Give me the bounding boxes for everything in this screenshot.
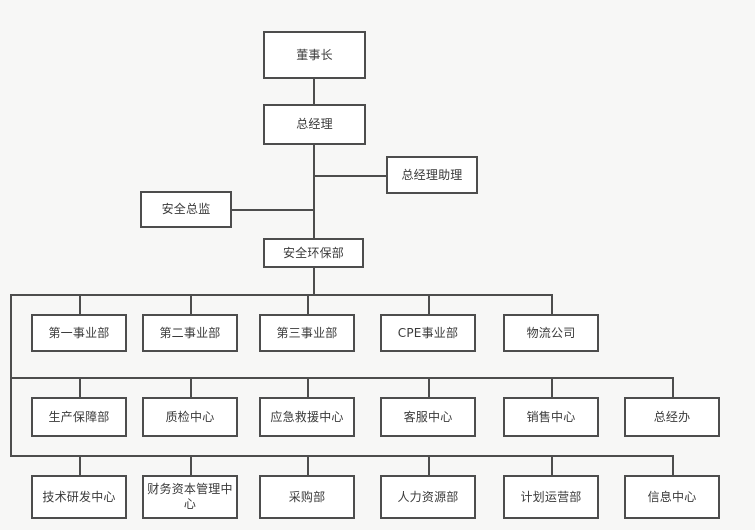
node-human-resources-dept-label: 人力资源部 bbox=[397, 489, 459, 504]
drop-customer-service-center bbox=[428, 377, 430, 397]
bus-level-6 bbox=[10, 377, 674, 379]
node-logistics-company-label: 物流公司 bbox=[526, 325, 576, 340]
node-sales-center-label: 销售中心 bbox=[526, 409, 576, 424]
node-division-3[interactable]: 第三事业部 bbox=[259, 314, 355, 352]
drop-procurement-dept bbox=[307, 455, 309, 475]
node-information-center[interactable]: 信息中心 bbox=[624, 475, 720, 519]
drop-division-cpe bbox=[428, 294, 430, 314]
node-gm-assistant[interactable]: 总经理助理 bbox=[386, 156, 478, 194]
node-safety-director-label: 安全总监 bbox=[161, 202, 211, 216]
drop-division-1 bbox=[79, 294, 81, 314]
node-finance-capital-mgmt-center-label: 财务资本管理中心 bbox=[147, 482, 233, 511]
node-information-center-label: 信息中心 bbox=[647, 489, 697, 504]
node-sales-center[interactable]: 销售中心 bbox=[503, 397, 599, 437]
node-emergency-rescue-center[interactable]: 应急救援中心 bbox=[259, 397, 355, 437]
drop-gm-office bbox=[672, 377, 674, 397]
drop-planning-operations-dept bbox=[551, 455, 553, 475]
node-quality-inspection-center[interactable]: 质检中心 bbox=[142, 397, 238, 437]
node-division-cpe[interactable]: CPE事业部 bbox=[380, 314, 476, 352]
node-production-support-dept-label: 生产保障部 bbox=[48, 409, 110, 424]
bus-level-7 bbox=[10, 455, 674, 457]
node-safety-director[interactable]: 安全总监 bbox=[140, 191, 232, 228]
drop-finance-capital-mgmt-center bbox=[190, 455, 192, 475]
node-customer-service-center-label: 客服中心 bbox=[403, 409, 453, 424]
node-gm-office[interactable]: 总经办 bbox=[624, 397, 720, 437]
connector-gm-to-safety-director bbox=[232, 209, 315, 211]
node-division-2[interactable]: 第二事业部 bbox=[142, 314, 238, 352]
drop-human-resources-dept bbox=[428, 455, 430, 475]
connector-gm-to-assistant bbox=[313, 175, 386, 177]
node-procurement-dept-label: 采购部 bbox=[288, 489, 326, 504]
bus-level-5 bbox=[10, 294, 553, 296]
node-quality-inspection-center-label: 质检中心 bbox=[165, 409, 215, 424]
connector-chairman-to-gm bbox=[313, 79, 315, 104]
node-customer-service-center[interactable]: 客服中心 bbox=[380, 397, 476, 437]
spine-left-l5-to-l6 bbox=[10, 294, 12, 378]
node-division-1[interactable]: 第一事业部 bbox=[31, 314, 127, 352]
node-general-manager-label: 总经理 bbox=[296, 117, 333, 131]
drop-division-2 bbox=[190, 294, 192, 314]
drop-tech-rd-center bbox=[79, 455, 81, 475]
node-tech-rd-center[interactable]: 技术研发中心 bbox=[31, 475, 127, 519]
node-production-support-dept[interactable]: 生产保障部 bbox=[31, 397, 127, 437]
drop-sales-center bbox=[551, 377, 553, 397]
node-division-1-label: 第一事业部 bbox=[48, 325, 110, 340]
connector-gm-spine bbox=[313, 145, 315, 238]
node-emergency-rescue-center-label: 应急救援中心 bbox=[270, 409, 344, 424]
node-division-cpe-label: CPE事业部 bbox=[397, 325, 459, 340]
drop-division-3 bbox=[307, 294, 309, 314]
node-safety-environment-dept-label: 安全环保部 bbox=[282, 245, 344, 260]
node-planning-operations-dept-label: 计划运营部 bbox=[520, 489, 582, 504]
spine-left-l6-to-l7 bbox=[10, 377, 12, 457]
drop-emergency-rescue-center bbox=[307, 377, 309, 397]
node-tech-rd-center-label: 技术研发中心 bbox=[42, 489, 116, 504]
drop-quality-inspection-center bbox=[190, 377, 192, 397]
node-division-2-label: 第二事业部 bbox=[159, 325, 221, 340]
drop-logistics-company bbox=[551, 294, 553, 314]
node-logistics-company[interactable]: 物流公司 bbox=[503, 314, 599, 352]
node-human-resources-dept[interactable]: 人力资源部 bbox=[380, 475, 476, 519]
node-gm-assistant-label: 总经理助理 bbox=[401, 167, 463, 182]
connector-safety-dept-to-bus-l5 bbox=[313, 268, 315, 295]
node-gm-office-label: 总经办 bbox=[653, 409, 691, 424]
node-chairman[interactable]: 董事长 bbox=[263, 31, 366, 79]
node-procurement-dept[interactable]: 采购部 bbox=[259, 475, 355, 519]
node-safety-environment-dept[interactable]: 安全环保部 bbox=[263, 238, 364, 268]
node-chairman-label: 董事长 bbox=[296, 47, 333, 62]
drop-production-support-dept bbox=[79, 377, 81, 397]
node-planning-operations-dept[interactable]: 计划运营部 bbox=[503, 475, 599, 519]
node-division-3-label: 第三事业部 bbox=[276, 325, 338, 340]
node-general-manager[interactable]: 总经理 bbox=[263, 104, 366, 145]
node-finance-capital-mgmt-center[interactable]: 财务资本管理中心 bbox=[142, 475, 238, 519]
drop-information-center bbox=[672, 455, 674, 475]
